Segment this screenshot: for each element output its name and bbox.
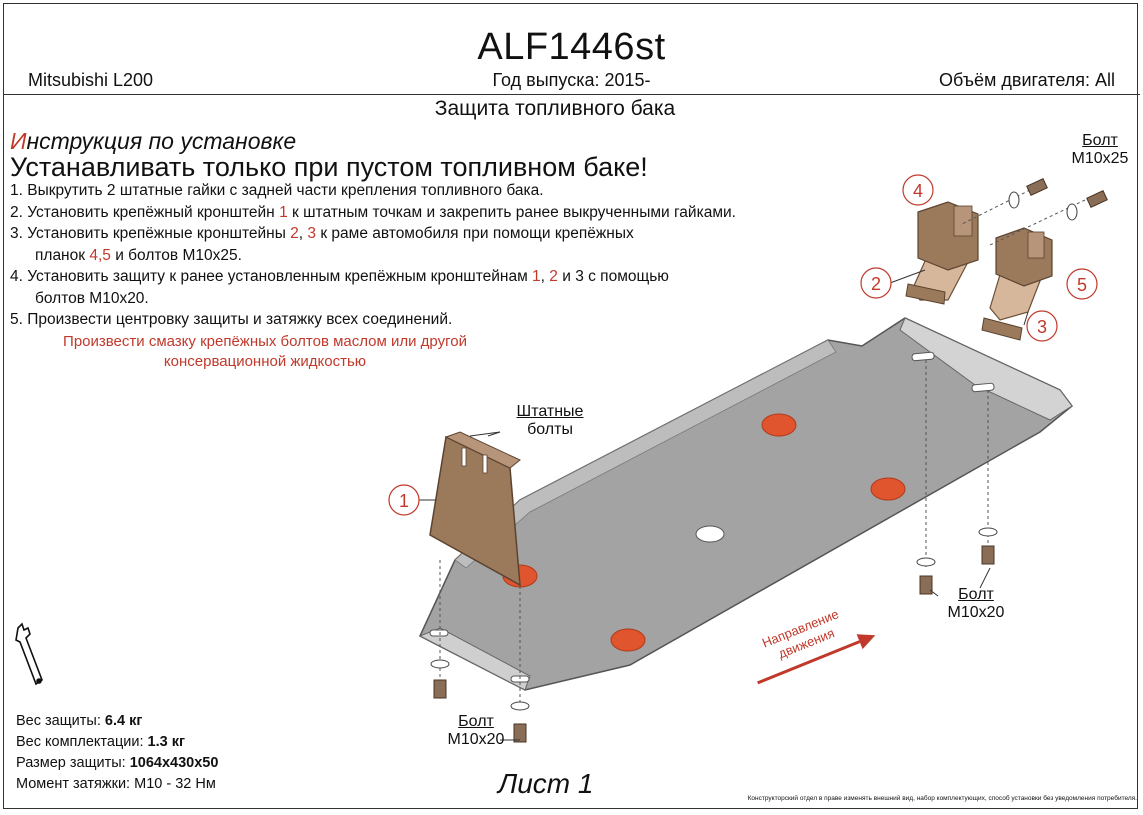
spec-weight-label: Вес защиты: <box>16 713 105 729</box>
bolts-m10x20-right <box>916 360 998 595</box>
drawing-sheet-frame <box>3 3 1138 809</box>
step-2-text: 2. Установить крепёжный кронштейн <box>10 203 280 221</box>
step-3-cont-text: планок <box>35 246 90 264</box>
callout-2-label: 2 <box>871 274 881 294</box>
spec-size: Размер защиты: 1064х430х50 <box>16 753 218 774</box>
step-3-ref-45: 4,5 <box>89 246 111 264</box>
engine-volume: Объём двигателя: All <box>939 70 1115 90</box>
plate-center-hole <box>695 525 725 543</box>
label-bolts-m10x20-bottom: Болт М10х20 <box>436 713 516 749</box>
label-bolts-m10x25: Болт М10х25 <box>1060 132 1140 168</box>
bolts-m10x20-bottom <box>430 560 530 743</box>
step-3-text: 3. Установить крепёжные кронштейны <box>10 225 291 242</box>
direction-arrow-head <box>856 634 876 650</box>
callout-3: 3 <box>1026 310 1058 342</box>
label-standard-bolts-line-1: Штатные <box>516 403 584 420</box>
instructions-heading: Инструкция по установке <box>10 128 296 155</box>
spec-kit-label: Вес комплектации: <box>16 734 148 750</box>
label-bolts-m10x20-right-line-2: М10х20 <box>947 604 1005 621</box>
direction-indicator: Направление движения <box>757 606 876 685</box>
step-2-ref-1: 1 <box>279 203 288 221</box>
step-4-sep: , <box>540 268 550 285</box>
mounting-plate-4 <box>917 201 979 271</box>
spec-size-label: Размер защиты: <box>16 755 130 771</box>
bolts-m10x25 <box>959 178 1108 246</box>
label-bolts-m10x25-line-1: Болт <box>1082 132 1118 149</box>
step-4-ref-2: 2 <box>549 268 558 285</box>
step-3-cont: планок 4,5 и болтов М10х25. <box>10 245 736 267</box>
plate-slot <box>911 351 935 362</box>
callout-2: 2 <box>860 267 892 299</box>
disclaimer: Конструкторский отдел в праве изменять в… <box>747 795 1137 802</box>
callout-1: 1 <box>388 484 420 516</box>
spec-kit-weight: Вес комплектации: 1.3 кг <box>16 732 218 753</box>
installation-steps: 1. Выкрутить 2 штатные гайки с задней ча… <box>10 180 736 331</box>
label-bolts-m10x20-right: Болт М10х20 <box>936 586 1016 622</box>
lubrication-note-line-1: Произвести смазку крепёжных болтов масло… <box>63 333 467 350</box>
plate-spot <box>610 628 646 652</box>
step-3-ref-3: 3 <box>307 225 317 242</box>
step-4-text-end: и 3 с помощью <box>557 268 669 285</box>
wrench-icon <box>15 622 43 686</box>
step-4-cont: болтов М10х20. <box>35 289 149 307</box>
mounting-plate-5 <box>995 227 1053 287</box>
step-3: 3. Установить крепёжные кронштейны 2, 3 … <box>10 223 736 245</box>
callout-4: 4 <box>902 174 934 206</box>
step-3-text-end: к раме автомобиля при помощи крепёжных <box>316 225 634 242</box>
label-bolts-m10x25-line-2: М10х25 <box>1071 150 1129 167</box>
step-4-text: 4. Установить защиту к ранее установленн… <box>10 268 533 285</box>
leader-lines <box>419 269 1029 741</box>
spec-weight-value: 6.4 кг <box>104 713 143 729</box>
production-year: Год выпуска: 2015- <box>492 70 651 90</box>
empty-tank-warning: Устанавливать только при пустом топливно… <box>10 152 648 182</box>
step-2: 2. Установить крепёжный кронштейн 1 к шт… <box>10 202 736 224</box>
plate-slot <box>971 382 995 393</box>
spec-size-value: 1064х430х50 <box>129 755 219 771</box>
step-4: 4. Установить защиту к ранее установленн… <box>10 266 736 288</box>
skid-plate <box>418 317 1074 691</box>
step-3-ref-2: 2 <box>290 225 299 242</box>
plate-spot <box>761 413 797 437</box>
spec-torque: Момент затяжки: М10 - 32 Нм <box>16 774 218 795</box>
step-5: 5. Произвести центровку защиты и затяжку… <box>10 311 453 328</box>
step-1: 1. Выкрутить 2 штатные гайки с задней ча… <box>10 182 544 199</box>
step-3-sep: , <box>298 225 308 242</box>
vehicle-model: Mitsubishi L200 <box>28 70 154 90</box>
spec-kit-value: 1.3 кг <box>147 734 186 750</box>
step-4-ref-1: 1 <box>532 268 541 285</box>
spec-torque-label: Момент затяжки: <box>16 776 135 792</box>
lubrication-note: Произвести смазку крепёжных болтов масло… <box>0 332 530 372</box>
spec-weight: Вес защиты: 6.4 кг <box>16 711 218 732</box>
sheet-number: Лист 1 <box>498 768 594 799</box>
label-bolts-m10x20-bottom-line-2: М10х20 <box>447 731 505 748</box>
part-number-title: ALF1446st <box>477 26 666 68</box>
header-divider <box>3 94 1140 95</box>
label-bolts-m10x20-bottom-line-1: Болт <box>458 713 494 730</box>
bracket-1 <box>429 431 521 587</box>
callout-3-label: 3 <box>1037 317 1047 337</box>
callout-5-label: 5 <box>1077 275 1087 295</box>
callout-5: 5 <box>1066 268 1098 300</box>
label-bolts-m10x20-right-line-1: Болт <box>958 586 994 603</box>
direction-arrow-shaft <box>757 640 861 685</box>
callout-4-label: 4 <box>913 181 923 201</box>
plate-spot <box>870 477 906 501</box>
label-standard-bolts-line-2: болты <box>527 421 573 438</box>
step-2-text-end: к штатным точкам и закрепить ранее выкру… <box>287 203 736 221</box>
specifications: Вес защиты: 6.4 кг Вес комплектации: 1.3… <box>16 711 218 795</box>
instructions-heading-initial: И <box>10 128 27 154</box>
label-standard-bolts: Штатные болты <box>500 403 600 439</box>
lubrication-note-line-2: консервационной жидкостью <box>163 353 367 370</box>
product-name: Защита топливного бака <box>434 97 676 120</box>
callout-1-label: 1 <box>399 491 409 511</box>
instructions-heading-rest: нструкция по установке <box>26 128 297 154</box>
step-3-cont-end: и болтов М10х25. <box>110 246 242 264</box>
plate-slot <box>429 629 449 637</box>
spec-torque-value: М10 - 32 Нм <box>134 776 216 792</box>
